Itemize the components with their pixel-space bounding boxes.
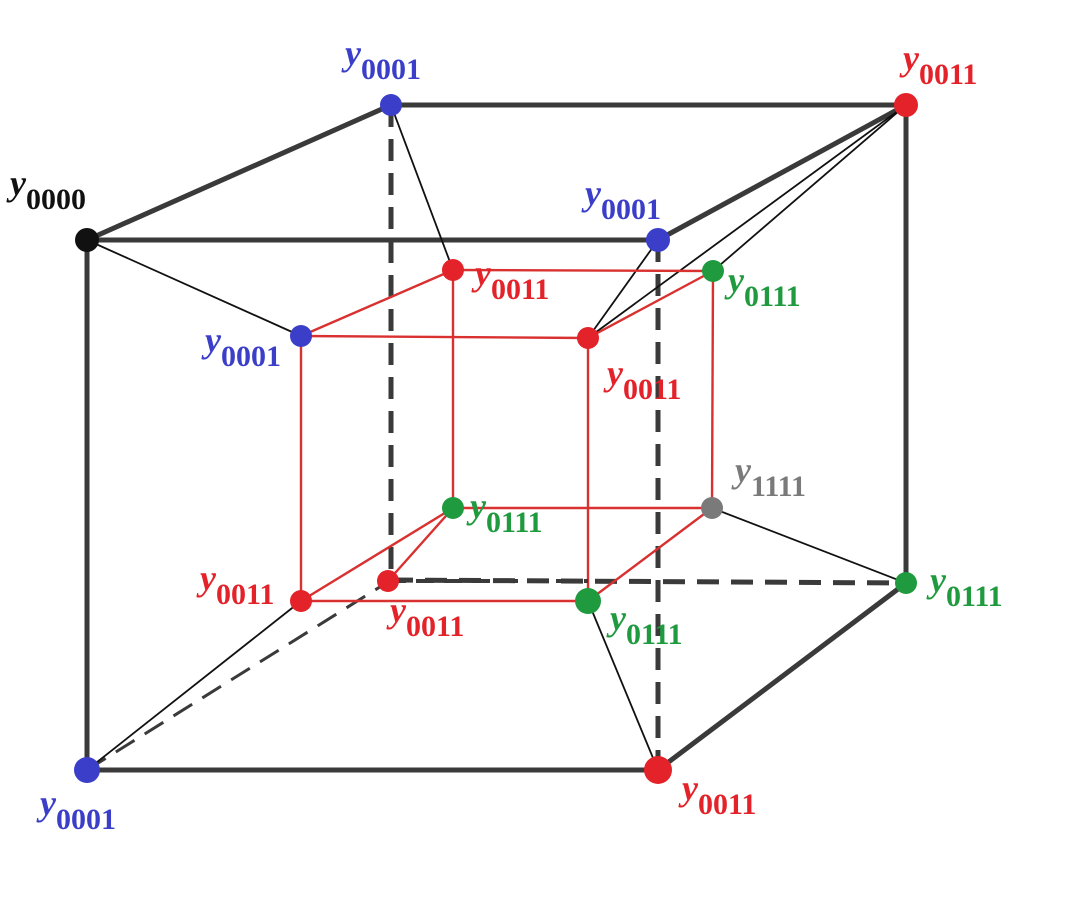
- node-inner-front-tl: [290, 325, 312, 347]
- edge-inner-back-right: [710, 270, 715, 509]
- node-outer-front-bl: [74, 757, 100, 783]
- label-subscript: 0011: [919, 58, 977, 91]
- label-symbol: y: [386, 590, 407, 630]
- label-subscript: 0011: [623, 373, 681, 406]
- label-symbol: y: [196, 558, 217, 598]
- conn-back-tr-b: [587, 104, 907, 339]
- label-inner-front-tl: y0001: [201, 320, 281, 373]
- label-subscript: 0111: [946, 580, 1003, 613]
- node-outer-front-tr: [646, 228, 670, 252]
- edge-outer-depth-tl: [84, 102, 394, 243]
- label-symbol: y: [6, 163, 27, 203]
- label-subscript: 0001: [221, 340, 281, 373]
- edge-outer-depth-br: [655, 580, 909, 773]
- node-outer-back-tr: [894, 93, 918, 117]
- node-inner-back-tr: [702, 260, 724, 282]
- label-outer-front-tr: y0001: [581, 173, 661, 226]
- label-symbol: y: [201, 320, 222, 360]
- label-inner-back-tr: y0111: [724, 260, 801, 313]
- label-symbol: y: [466, 486, 487, 526]
- label-subscript: 0111: [744, 280, 801, 313]
- label-inner-front-bl: y0011: [196, 558, 274, 611]
- label-subscript: 0001: [601, 193, 661, 226]
- label-symbol: y: [724, 260, 745, 300]
- label-outer-front-tl: y0000: [6, 163, 86, 216]
- node-inner-front-tr: [577, 327, 599, 349]
- conn-back-br: [711, 507, 907, 584]
- edge-inner-depth-br: [587, 507, 713, 602]
- edge-outer-depth-bl: [86, 578, 392, 772]
- label-symbol: y: [678, 768, 699, 808]
- label-outer-back-tl: y0001: [341, 33, 421, 86]
- node-inner-back-bl: [442, 497, 464, 519]
- edge-inner-depth-tl: [300, 268, 454, 338]
- edge-outer-depth-tr: [655, 102, 909, 243]
- label-outer-front-br: y0011: [678, 768, 756, 821]
- label-subscript: 0111: [626, 618, 683, 651]
- label-symbol: y: [731, 450, 752, 490]
- label-outer-back-bl-label: y0011: [386, 590, 464, 643]
- label-subscript: 0011: [698, 788, 756, 821]
- label-inner-front-br: y0111: [606, 598, 683, 651]
- label-symbol: y: [471, 253, 492, 293]
- label-subscript: 0011: [216, 578, 274, 611]
- conn-front-br: [587, 600, 659, 771]
- node-inner-back-tl: [442, 259, 464, 281]
- conn-front-tl: [86, 239, 302, 337]
- label-outer-back-br: y0111: [926, 560, 1003, 613]
- label-symbol: y: [581, 173, 602, 213]
- label-subscript: 0011: [491, 273, 549, 306]
- node-inner-back-br: [701, 497, 723, 519]
- nodes-layer: [74, 93, 918, 784]
- node-outer-front-tl: [75, 228, 99, 252]
- label-symbol: y: [606, 598, 627, 638]
- label-subscript: 0001: [56, 803, 116, 836]
- conn-front-tr: [587, 239, 659, 339]
- edge-inner-hidden-a: [387, 507, 454, 582]
- node-outer-back-br: [895, 572, 917, 594]
- label-inner-back-bl: y0111: [466, 486, 543, 539]
- edge-inner-front-top: [300, 334, 589, 340]
- label-outer-front-bl: y0001: [36, 783, 116, 836]
- label-symbol: y: [899, 38, 920, 78]
- node-outer-front-br: [644, 756, 672, 784]
- label-subscript: 1111: [751, 470, 806, 503]
- label-outer-back-tr: y0011: [899, 38, 977, 91]
- conn-back-tl: [390, 104, 454, 271]
- label-inner-front-tr: y0011: [603, 353, 681, 406]
- edge-inner-back-top: [452, 268, 714, 273]
- edge-inner-depth-bl: [300, 506, 454, 603]
- node-outer-back-tl: [380, 94, 402, 116]
- edge-inner-depth-tr: [587, 269, 714, 340]
- node-inner-front-bl: [290, 590, 312, 612]
- node-outer-back-bl: [377, 570, 399, 592]
- label-inner-back-tl: y0011: [471, 253, 549, 306]
- label-symbol: y: [36, 783, 57, 823]
- label-inner-back-br: y1111: [731, 450, 806, 503]
- conn-front-bl: [86, 600, 302, 771]
- label-symbol: y: [341, 33, 362, 73]
- label-subscript: 0011: [406, 610, 464, 643]
- node-inner-front-br: [575, 588, 601, 614]
- label-subscript: 0001: [361, 53, 421, 86]
- label-symbol: y: [603, 353, 624, 393]
- label-symbol: y: [926, 560, 947, 600]
- label-subscript: 0111: [486, 506, 543, 539]
- edge-outer-back-bottom: [390, 577, 907, 586]
- label-subscript: 0000: [26, 183, 86, 216]
- conn-back-tr-a: [712, 104, 907, 272]
